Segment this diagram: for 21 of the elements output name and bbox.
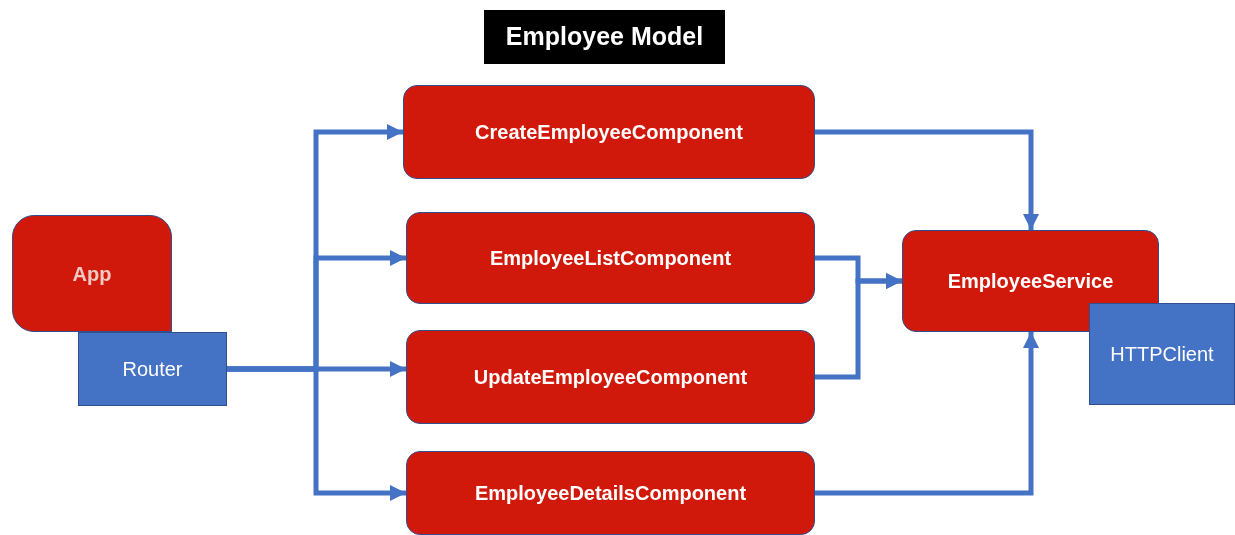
arrow <box>815 129 1039 230</box>
app-box <box>12 215 172 332</box>
node-label: EmployeeListComponent <box>489 246 732 271</box>
module-box <box>1089 303 1235 405</box>
arrow <box>815 273 902 380</box>
component-box <box>406 212 815 304</box>
title-banner: Employee Model <box>484 10 725 64</box>
arrow <box>227 366 406 501</box>
node-label: CreateEmployeeComponent <box>475 120 743 145</box>
node-label: EmployeeDetailsComponent <box>474 481 747 506</box>
node-label: App <box>72 261 112 287</box>
node-label: UpdateEmployeeComponent <box>473 365 748 390</box>
node-label: EmployeeService <box>947 269 1114 294</box>
component-box <box>403 85 815 179</box>
component-box <box>406 330 815 424</box>
component-box <box>902 230 1159 332</box>
component-box <box>406 451 815 535</box>
arrow <box>815 332 1039 496</box>
node-label: Router <box>122 357 183 382</box>
module-box <box>78 332 227 406</box>
node-label: HTTPClient <box>1110 342 1214 367</box>
